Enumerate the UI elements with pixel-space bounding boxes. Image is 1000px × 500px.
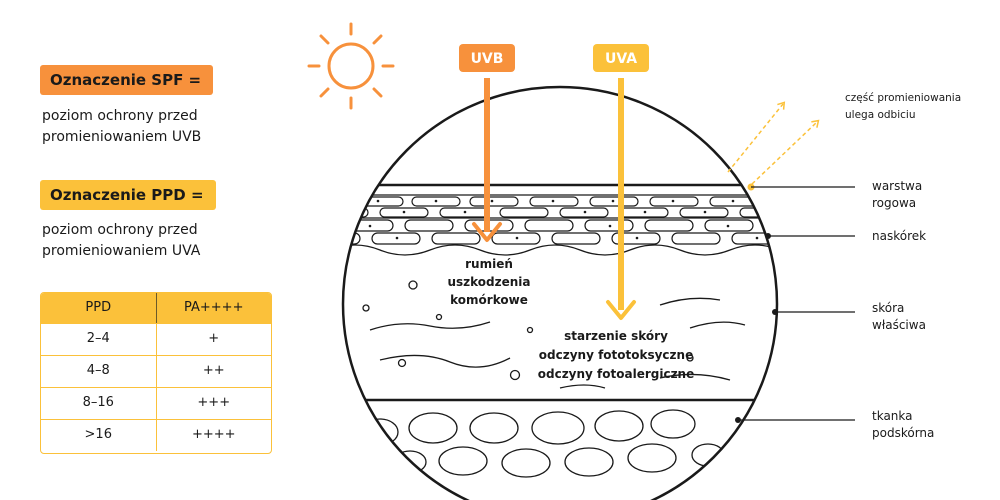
label-dermis-line1: skóra bbox=[872, 301, 904, 315]
spf-description-line1: poziom ochrony przed bbox=[42, 108, 198, 124]
epidermis-cells bbox=[343, 196, 777, 245]
label-stratum-corneum-line2: rogowa bbox=[872, 196, 916, 210]
uva-effect-line3: odczyny fotoalergiczne bbox=[538, 367, 695, 381]
dermis-fibers bbox=[369, 297, 746, 389]
uvb-effect-line1: rumień bbox=[465, 257, 513, 271]
table-cell-pa: ++++ bbox=[191, 427, 236, 442]
uva-arrow: UVA bbox=[593, 44, 649, 320]
table-row: >16 ++++ bbox=[41, 419, 271, 451]
uva-effect-line2: odczyny fototoksyczne bbox=[539, 348, 693, 362]
uvb-effect-line2: uszkodzenia bbox=[447, 275, 530, 289]
label-hypodermis-line2: podskórna bbox=[872, 426, 934, 440]
table-cell-ppd: 4–8 bbox=[41, 356, 157, 387]
table-cell-ppd: 8–16 bbox=[41, 388, 157, 419]
uvb-effect-line3: komórkowe bbox=[450, 293, 528, 307]
label-dermis-line2: właściwa bbox=[872, 318, 926, 332]
table-header-pa: PA++++ bbox=[184, 300, 244, 315]
label-epidermis: naskórek bbox=[872, 229, 926, 243]
table-cell-pa: +++ bbox=[197, 395, 231, 410]
ppd-description-line2: promieniowaniem UVA bbox=[42, 243, 201, 259]
label-stratum-corneum-line1: warstwa bbox=[872, 179, 922, 193]
layer-labels: warstwa rogowa naskórek skóra właściwa t… bbox=[872, 179, 934, 440]
ppd-pa-table: PPD PA++++ 2–4 + 4–8 ++ 8–16 +++ >16 +++… bbox=[40, 292, 272, 454]
ppd-label: Oznaczenie PPD = bbox=[40, 180, 216, 210]
spf-description-line2: promieniowaniem UVB bbox=[42, 129, 202, 145]
uvb-effects: rumień uszkodzenia komórkowe bbox=[447, 257, 530, 307]
table-cell-ppd: >16 bbox=[41, 420, 157, 451]
uva-label: UVA bbox=[605, 51, 637, 67]
label-hypodermis-line1: tkanka bbox=[872, 409, 913, 423]
layer-leaders bbox=[738, 186, 855, 421]
table-row: 2–4 + bbox=[41, 323, 271, 355]
uva-badge bbox=[593, 44, 649, 72]
ppd-description-line1: poziom ochrony przed bbox=[42, 222, 198, 238]
uva-effects: starzenie skóry odczyny fototoksyczne od… bbox=[538, 329, 695, 381]
table-row: 8–16 +++ bbox=[41, 387, 271, 419]
spf-label: Oznaczenie SPF = bbox=[40, 65, 214, 95]
table-cell-ppd: 2–4 bbox=[41, 324, 157, 355]
uva-effect-line1: starzenie skóry bbox=[564, 329, 668, 343]
reflection-arrows bbox=[727, 101, 820, 185]
table-cell-pa: ++ bbox=[202, 363, 225, 378]
sun-icon bbox=[307, 22, 395, 110]
ppd-description: poziom ochrony przed promieniowaniem UVA bbox=[42, 220, 200, 262]
reflection-label-line1: część promieniowania bbox=[845, 92, 961, 104]
uvb-arrow: UVB bbox=[459, 44, 515, 242]
uvb-badge bbox=[459, 44, 515, 72]
uvb-label: UVB bbox=[471, 51, 504, 67]
spf-description: poziom ochrony przed promieniowaniem UVB bbox=[42, 106, 201, 148]
table-header-row: PPD PA++++ bbox=[41, 293, 271, 323]
table-cell-pa: + bbox=[208, 331, 220, 346]
table-row: 4–8 ++ bbox=[41, 355, 271, 387]
skin-section-outline bbox=[341, 85, 779, 500]
table-header-ppd: PPD bbox=[41, 293, 157, 323]
reflection-label-line2: ulega odbiciu bbox=[845, 109, 916, 121]
